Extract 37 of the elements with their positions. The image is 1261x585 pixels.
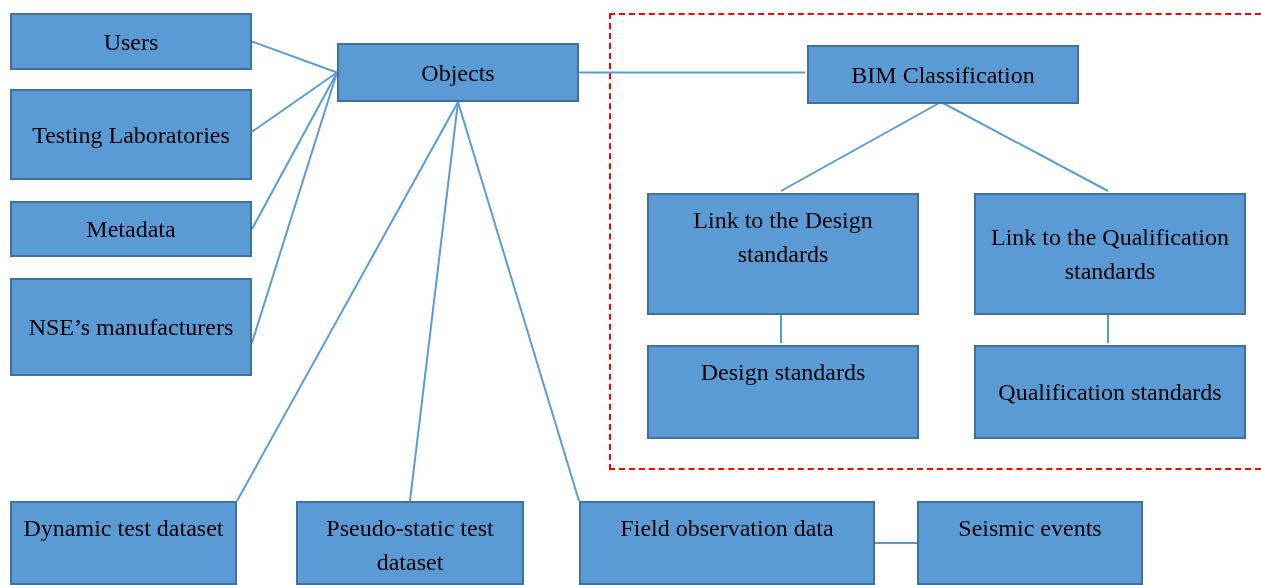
dashed-group-frame: [609, 13, 1261, 470]
process-box: [10, 89, 252, 180]
process-box: [647, 345, 919, 439]
process-box: [647, 193, 919, 315]
box-label: Objects: [421, 58, 495, 88]
box-label: Pseudo-static test dataset: [325, 514, 495, 577]
process-box: [807, 45, 1079, 104]
process-box: [10, 501, 237, 585]
process-box: [10, 201, 252, 257]
process-box: [10, 13, 252, 70]
connector-line: [578, 71, 806, 74]
process-box: [296, 501, 524, 585]
box-label: Field observation data: [620, 514, 834, 543]
box-label: BIM Classification: [851, 60, 1035, 90]
box-label: Seismic events: [958, 514, 1102, 543]
box-label: Qualification standards: [998, 378, 1222, 407]
process-box: [974, 193, 1246, 315]
process-box: [337, 43, 579, 102]
box-label: NSE’s manufacturers: [28, 313, 234, 342]
connector-line: [236, 101, 459, 502]
process-box: [10, 278, 252, 376]
connector-line: [457, 101, 580, 502]
box-label: Link to the Design standards: [692, 206, 874, 269]
process-box: [974, 345, 1246, 439]
process-box: [579, 501, 875, 585]
box-label: Users: [103, 27, 159, 57]
connector-line: [874, 542, 918, 544]
connector-line: [409, 101, 459, 502]
connector-line: [251, 71, 338, 230]
box-label: Testing Laboratories: [32, 120, 230, 150]
connector-line: [251, 40, 338, 74]
box-label: Metadata: [86, 215, 176, 244]
connector-line: [251, 71, 338, 133]
box-label: Link to the Qualification standards: [990, 223, 1230, 286]
box-label: Design standards: [700, 358, 866, 387]
process-box: [917, 501, 1143, 585]
box-label: Dynamic test dataset: [23, 514, 224, 543]
